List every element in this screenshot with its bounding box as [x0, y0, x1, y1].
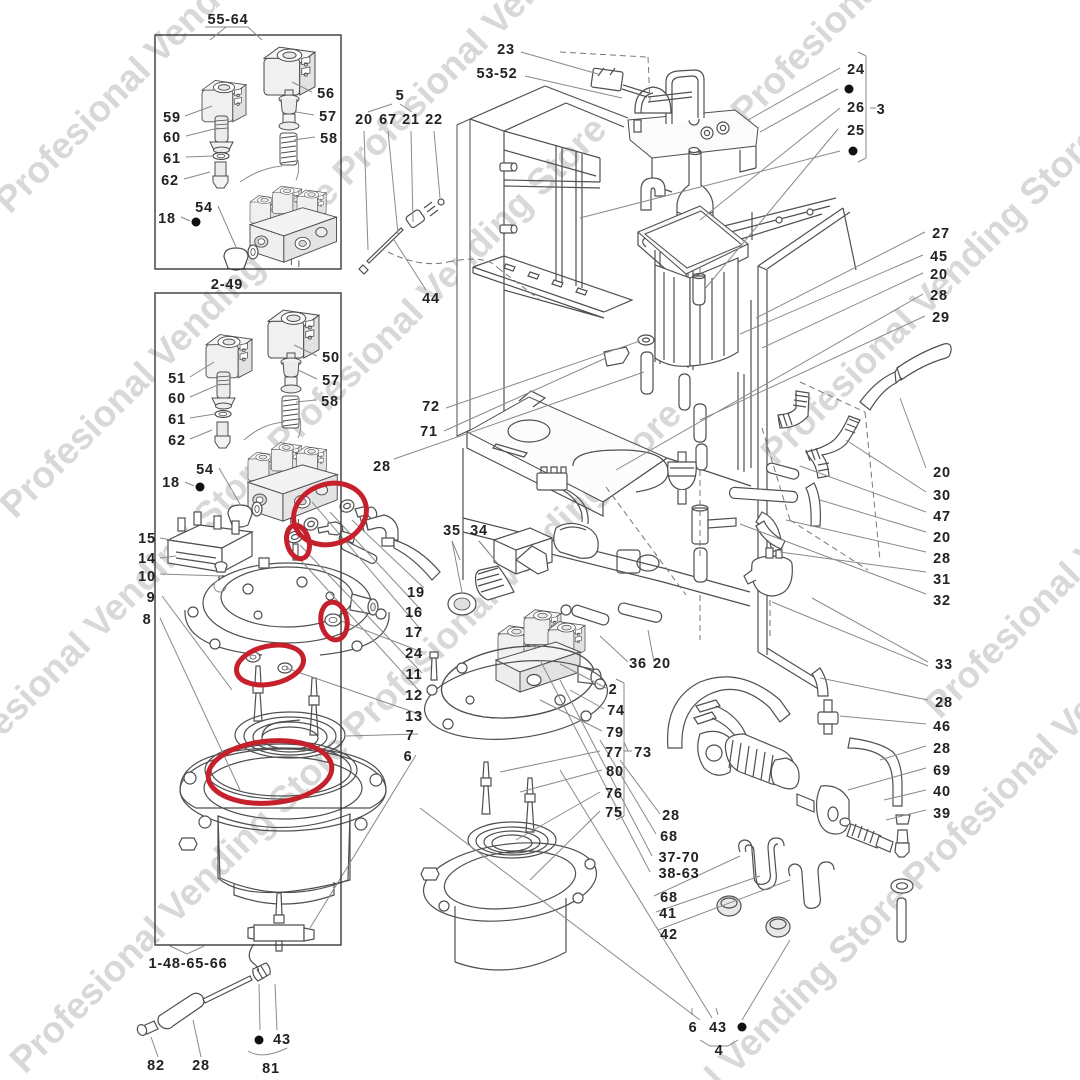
svg-text:7: 7: [406, 728, 415, 744]
svg-text:27: 27: [932, 226, 950, 242]
svg-text:77: 77: [605, 745, 623, 761]
svg-text:37-70: 37-70: [658, 850, 699, 866]
svg-text:1-48-65-66: 1-48-65-66: [149, 956, 228, 972]
svg-text:59: 59: [163, 110, 181, 126]
svg-text:72: 72: [422, 399, 440, 415]
svg-text:75: 75: [605, 805, 623, 821]
svg-text:61: 61: [163, 151, 181, 167]
svg-text:26: 26: [847, 100, 865, 116]
svg-text:80: 80: [606, 764, 624, 780]
svg-text:45: 45: [930, 249, 948, 265]
svg-text:38-63: 38-63: [658, 866, 699, 882]
svg-text:54: 54: [196, 462, 214, 478]
svg-text:3: 3: [877, 102, 886, 118]
svg-text:6: 6: [404, 749, 413, 765]
svg-text:43: 43: [273, 1032, 291, 1048]
svg-text:28: 28: [933, 551, 951, 567]
svg-text:20: 20: [653, 656, 671, 672]
svg-text:73: 73: [634, 745, 652, 761]
svg-text:34: 34: [470, 523, 488, 539]
svg-text:28: 28: [373, 459, 391, 475]
svg-text:42: 42: [660, 927, 678, 943]
svg-text:2-49: 2-49: [211, 277, 243, 293]
svg-text:56: 56: [317, 86, 335, 102]
svg-text:57: 57: [319, 109, 337, 125]
svg-text:53-52: 53-52: [476, 66, 517, 82]
svg-text:24: 24: [405, 646, 423, 662]
svg-text:15: 15: [138, 531, 156, 547]
svg-text:74: 74: [607, 703, 625, 719]
svg-text:14: 14: [138, 551, 156, 567]
svg-text:31: 31: [933, 572, 951, 588]
svg-text:2: 2: [609, 682, 618, 698]
svg-text:16: 16: [405, 605, 423, 621]
svg-text:4: 4: [715, 1043, 724, 1059]
svg-text:5: 5: [396, 88, 405, 104]
svg-text:28: 28: [935, 695, 953, 711]
svg-text:22: 22: [425, 112, 443, 128]
svg-text:57: 57: [322, 373, 340, 389]
svg-text:58: 58: [321, 394, 339, 410]
svg-text:36: 36: [629, 656, 647, 672]
svg-text:28: 28: [930, 288, 948, 304]
svg-text:79: 79: [606, 725, 624, 741]
svg-text:62: 62: [161, 173, 179, 189]
svg-text:28: 28: [933, 741, 951, 757]
svg-text:23: 23: [497, 42, 515, 58]
svg-text:20: 20: [933, 465, 951, 481]
svg-text:24: 24: [847, 62, 865, 78]
svg-text:39: 39: [933, 806, 951, 822]
svg-text:8: 8: [143, 612, 152, 628]
svg-text:13: 13: [405, 709, 423, 725]
svg-text:20: 20: [930, 267, 948, 283]
svg-text:62: 62: [168, 433, 186, 449]
svg-text:25: 25: [847, 123, 865, 139]
svg-text:33: 33: [935, 657, 953, 673]
svg-text:20: 20: [355, 112, 373, 128]
svg-text:20: 20: [933, 530, 951, 546]
svg-text:30: 30: [933, 488, 951, 504]
svg-text:35: 35: [443, 523, 461, 539]
svg-text:82: 82: [147, 1058, 165, 1074]
svg-text:9: 9: [147, 590, 156, 606]
svg-text:55-64: 55-64: [207, 12, 248, 28]
svg-text:28: 28: [662, 808, 680, 824]
svg-text:10: 10: [138, 569, 156, 585]
svg-text:60: 60: [168, 391, 186, 407]
svg-text:76: 76: [605, 786, 623, 802]
svg-text:50: 50: [322, 350, 340, 366]
svg-text:12: 12: [405, 688, 423, 704]
svg-text:46: 46: [933, 719, 951, 735]
svg-text:68: 68: [660, 890, 678, 906]
svg-text:67: 67: [379, 112, 397, 128]
svg-text:44: 44: [422, 291, 440, 307]
svg-text:32: 32: [933, 593, 951, 609]
svg-text:6: 6: [689, 1020, 698, 1036]
svg-text:54: 54: [195, 200, 213, 216]
svg-text:18: 18: [162, 475, 180, 491]
svg-text:11: 11: [406, 667, 423, 683]
svg-text:40: 40: [933, 784, 951, 800]
svg-text:18: 18: [158, 211, 176, 227]
svg-text:81: 81: [262, 1061, 280, 1077]
svg-text:47: 47: [933, 509, 951, 525]
svg-text:58: 58: [320, 131, 338, 147]
svg-text:68: 68: [660, 829, 678, 845]
svg-text:17: 17: [405, 625, 423, 641]
svg-text:19: 19: [407, 585, 425, 601]
svg-text:21: 21: [402, 112, 420, 128]
svg-text:60: 60: [163, 130, 181, 146]
svg-text:29: 29: [932, 310, 950, 326]
svg-text:51: 51: [168, 371, 186, 387]
svg-text:71: 71: [420, 424, 438, 440]
svg-text:41: 41: [659, 906, 677, 922]
svg-text:69: 69: [933, 763, 951, 779]
svg-text:28: 28: [192, 1058, 210, 1074]
svg-text:43: 43: [709, 1020, 727, 1036]
svg-text:61: 61: [168, 412, 186, 428]
